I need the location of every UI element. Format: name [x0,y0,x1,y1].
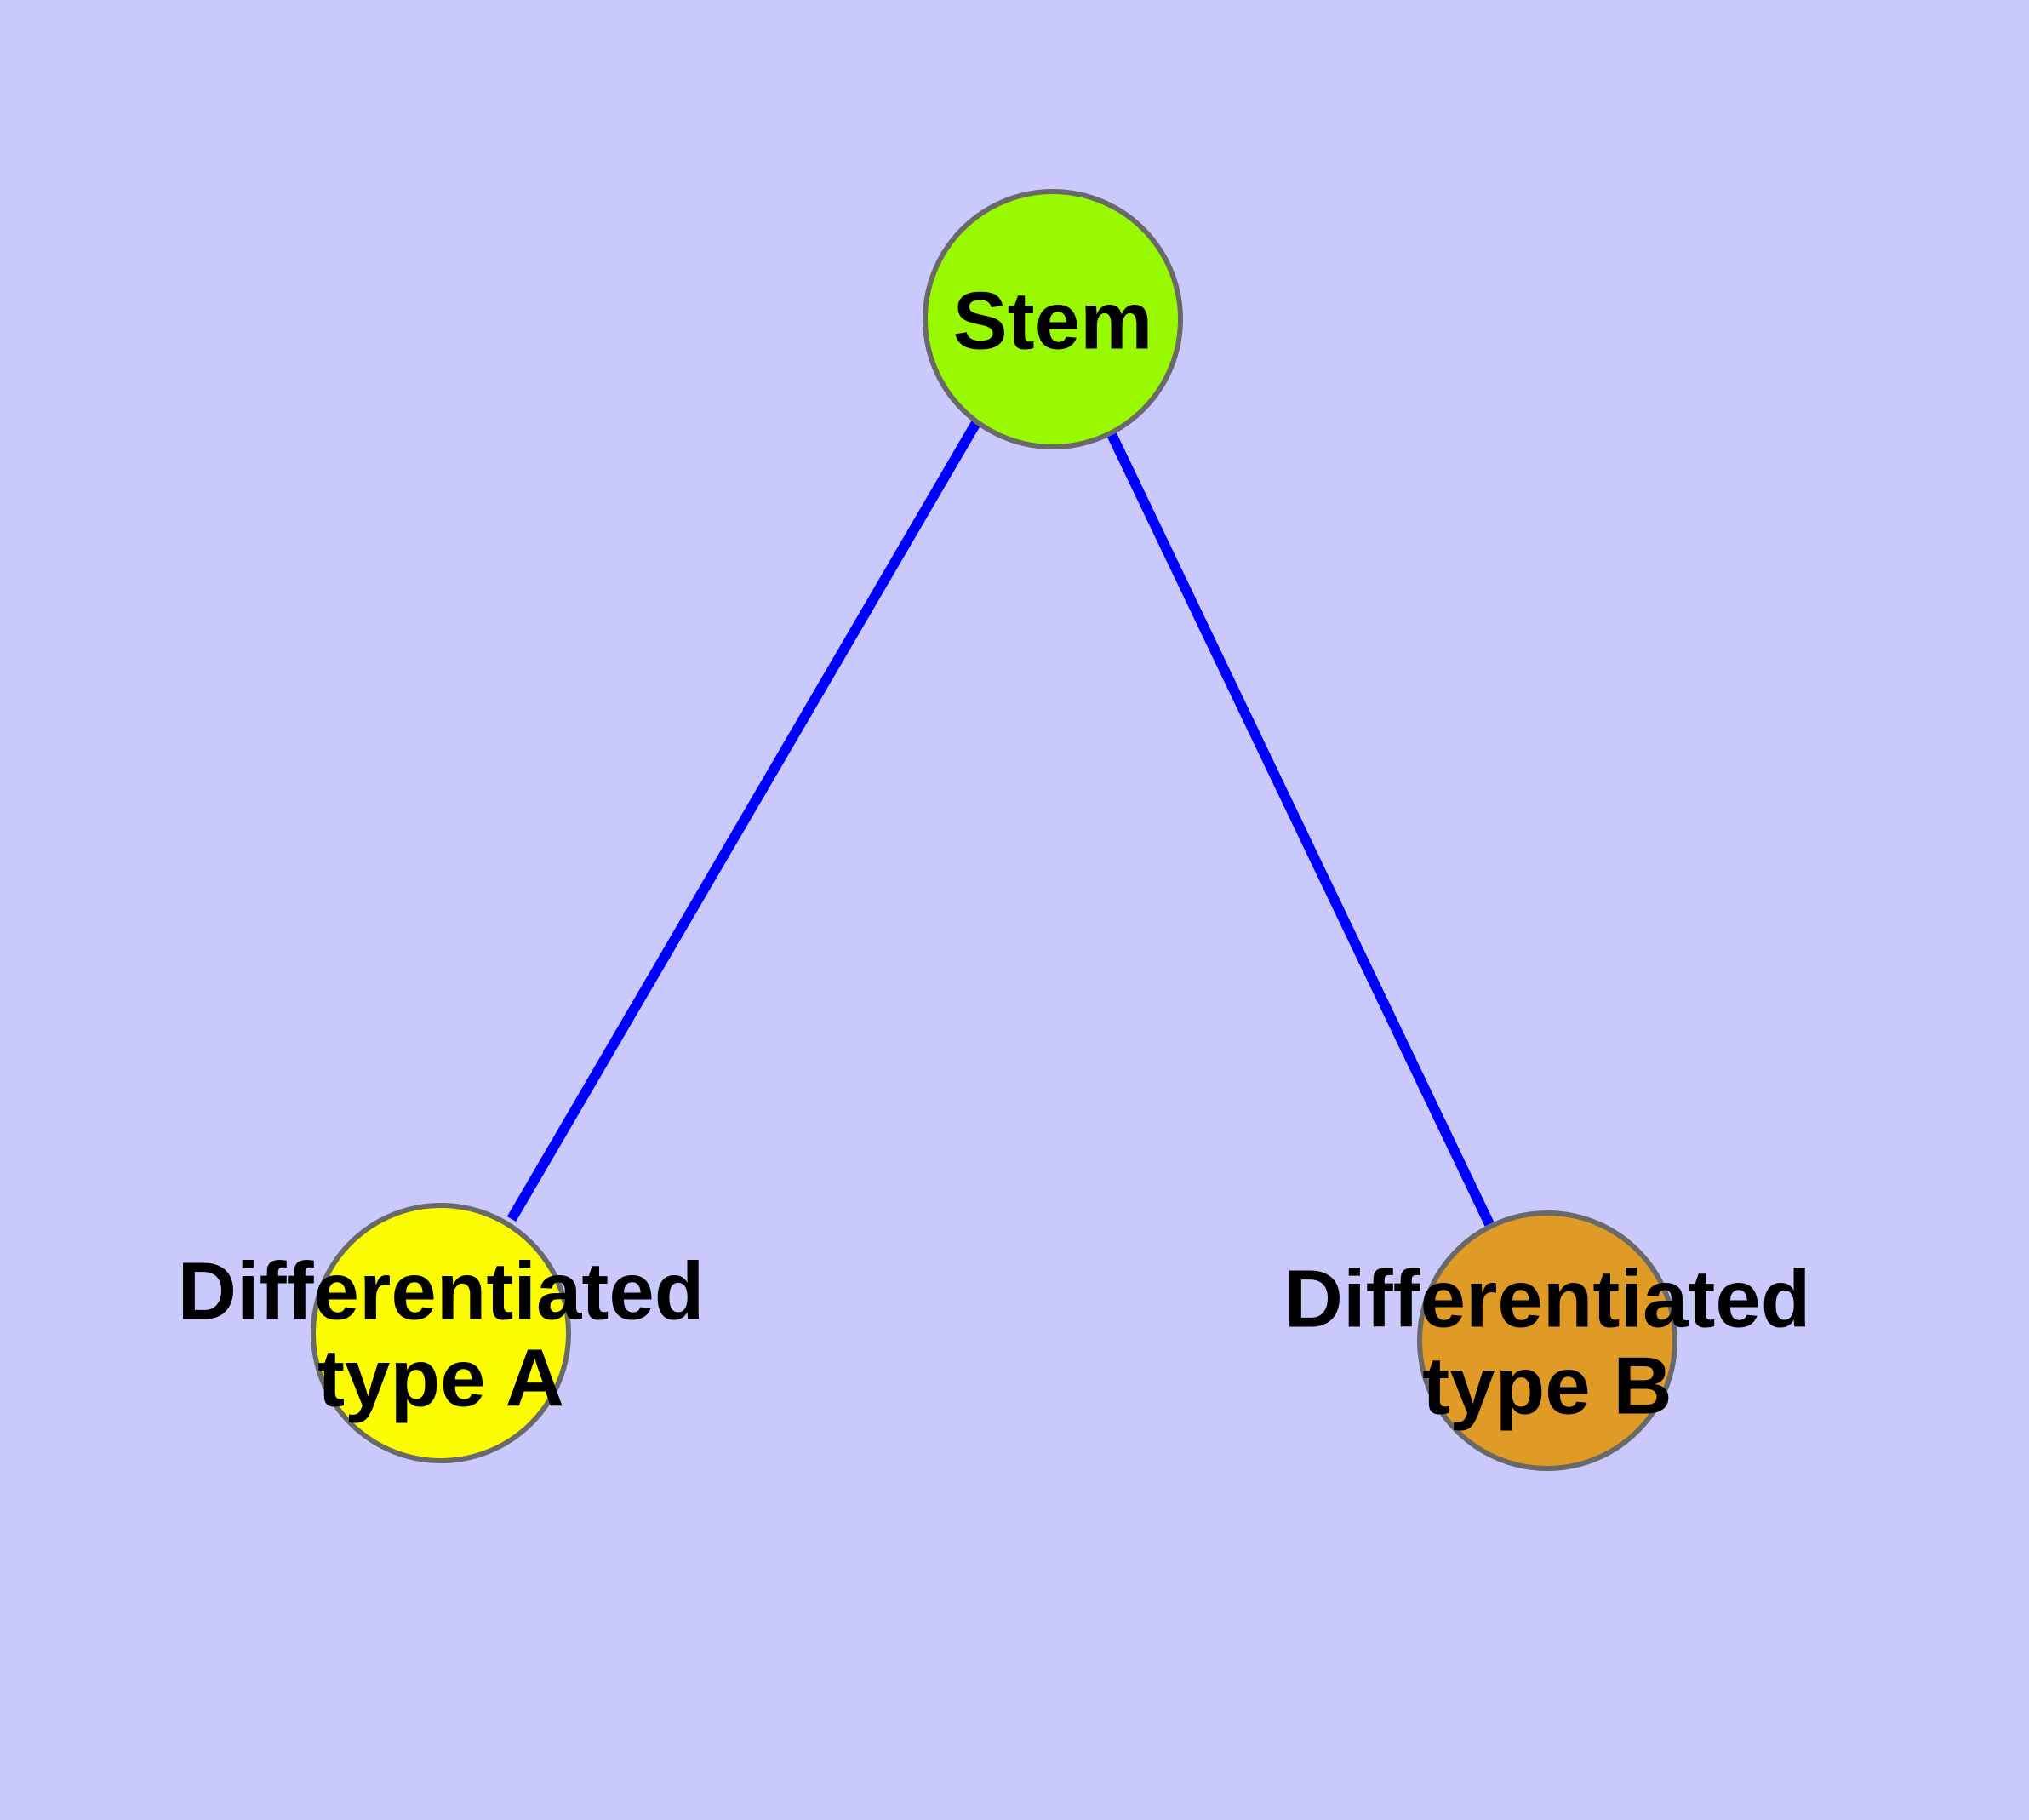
nodes-layer [311,189,1677,1471]
node-label-line: type B [1422,1340,1672,1431]
node-differentiated-type-a-circle[interactable] [311,1203,571,1463]
edges-layer [506,418,1495,1227]
edge-stem-to-differentiated-type-b[interactable] [1106,430,1495,1227]
node-differentiated-type-b-circle[interactable] [1417,1210,1677,1471]
node-stem-circle[interactable] [923,189,1183,449]
node-label-line: Differentiated [1284,1254,1811,1345]
edge-stem-to-differentiated-type-a[interactable] [506,418,982,1222]
node-label-line: Stem [953,276,1153,367]
node-label-line: Differentiated [178,1246,705,1337]
node-label-line: type A [317,1332,564,1423]
node-stem-label: Stem [953,276,1153,367]
